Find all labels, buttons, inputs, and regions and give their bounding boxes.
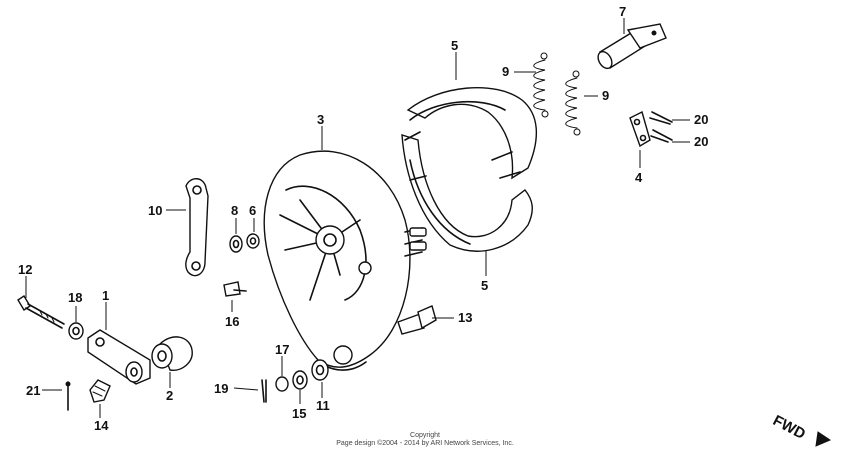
callout-17: 17 xyxy=(275,342,289,357)
callout-1: 1 xyxy=(102,288,109,303)
callout-4: 4 xyxy=(635,170,643,185)
torque-link-part-10 xyxy=(185,178,209,277)
callout-7: 7 xyxy=(619,4,626,19)
callout-19: 19 xyxy=(214,381,228,396)
bolt-part-13 xyxy=(397,305,437,335)
collar-part-2 xyxy=(151,336,193,371)
brake-panel-part-3 xyxy=(263,150,427,371)
callout-15: 15 xyxy=(292,406,306,421)
washer-part-17 xyxy=(275,376,289,392)
copyright-line-1: Copyright xyxy=(410,432,440,439)
nut-part-6 xyxy=(246,233,260,249)
brake-shoes-part-5 xyxy=(401,86,538,252)
plate-part-4 xyxy=(629,110,651,148)
callout-18: 18 xyxy=(68,290,82,305)
cotter-pin-part-20 xyxy=(649,111,673,143)
copyright-notice: Copyright Page design ©2004 - 2014 by AR… xyxy=(0,432,850,448)
nut-part-11 xyxy=(311,359,329,381)
callout-16: 16 xyxy=(225,314,239,329)
callout-14: 14 xyxy=(94,418,109,433)
callout-10: 10 xyxy=(148,203,162,218)
brake-arm-part-1 xyxy=(87,329,151,385)
forward-arrow-icon xyxy=(815,431,832,447)
callout-5-bottom: 5 xyxy=(481,278,488,293)
spring-part-9-a xyxy=(533,52,549,118)
callout-21: 21 xyxy=(26,383,40,398)
callout-12: 12 xyxy=(18,262,32,277)
washer-part-8 xyxy=(229,235,243,253)
copyright-line-2: Page design ©2004 - 2014 by ARI Network … xyxy=(336,440,514,447)
callout-9-left: 9 xyxy=(502,64,509,79)
callout-5-top: 5 xyxy=(451,38,458,53)
washer-part-15 xyxy=(292,370,308,390)
callout-20-top: 20 xyxy=(694,112,708,127)
pin-part-21 xyxy=(65,381,71,411)
callout-3: 3 xyxy=(317,112,324,127)
leader-lines xyxy=(25,18,690,418)
callout-13: 13 xyxy=(458,310,472,325)
pin-part-19 xyxy=(261,379,267,403)
callout-11: 11 xyxy=(316,398,330,413)
callout-9-right: 9 xyxy=(602,88,609,103)
brake-cam-part-7 xyxy=(597,23,667,70)
nut-part-18 xyxy=(68,322,84,340)
spring-part-9-b xyxy=(565,70,581,136)
callout-6: 6 xyxy=(249,203,256,218)
callout-labels: 5 7 9 9 3 20 20 4 10 8 6 12 5 18 1 13 16… xyxy=(18,4,708,433)
callout-2: 2 xyxy=(166,388,173,403)
callout-20-bottom: 20 xyxy=(694,134,708,149)
bolt-part-16 xyxy=(223,281,247,297)
callout-8: 8 xyxy=(231,203,238,218)
joint-part-14 xyxy=(89,379,111,403)
bolt-part-12 xyxy=(17,295,65,329)
